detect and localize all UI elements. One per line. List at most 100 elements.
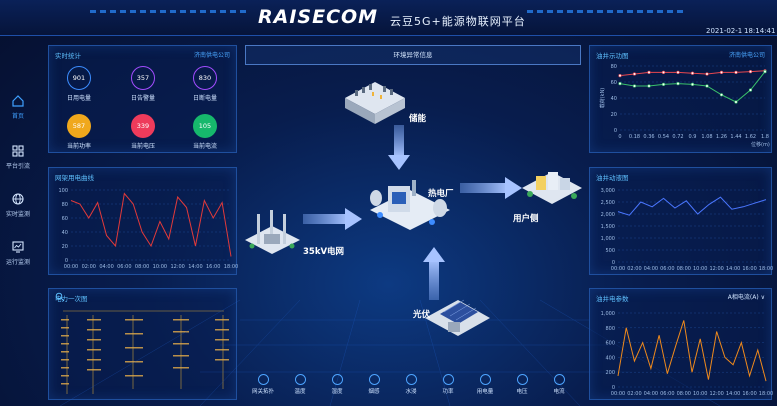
x-tick-label: 12:00 [709, 391, 723, 397]
smoke-icon [368, 374, 380, 385]
company-label: 济南供电公司 [193, 52, 230, 59]
y-tick-label: 800 [605, 326, 615, 332]
data-point [661, 70, 666, 75]
environment-alarm-bar[interactable]: 环境异常信息 [245, 45, 581, 65]
y-tick-label: 40 [62, 230, 68, 236]
side-nav: 首页 平台引流 实时监测 运行监测 [0, 80, 36, 280]
y-tick-label: 2,000 [601, 212, 615, 218]
bottom-nav-water[interactable]: 水浸 [396, 374, 426, 395]
data-point [748, 70, 753, 74]
nav-item-operation[interactable]: 运行监测 [0, 240, 36, 266]
data-point [647, 70, 651, 75]
x-tick-label: 08:00 [677, 266, 691, 272]
x-tick-label: 04:00 [644, 391, 658, 397]
y-tick-label: 20 [611, 112, 617, 118]
user-buildings-icon [522, 172, 582, 204]
panel-title: 网架用电曲线 [55, 174, 94, 182]
page-title: 云豆5G+能源物联网平台 [390, 15, 526, 28]
stat-label: 日用电量 [66, 95, 91, 102]
x-tick-label: 00:00 [64, 264, 78, 270]
stat-label: 日断电量 [192, 95, 217, 102]
label-solar: 光伏 [413, 310, 431, 320]
x-tick-label: 16:00 [206, 264, 220, 270]
x-tick-label: 0.9 [689, 134, 697, 140]
data-point [632, 72, 637, 76]
stat-ring: 901 [67, 66, 91, 90]
company-label: 济南供电公司 [728, 52, 765, 59]
bottom-nav-temperature[interactable]: 温度 [285, 374, 315, 395]
y-tick-label: 400 [605, 355, 615, 361]
x-tick-label: 0.18 [629, 134, 640, 140]
x-tick-label: 16:00 [742, 391, 756, 397]
brand-logo: RAISECOM [258, 6, 379, 28]
panel-title: 油井示功图 [596, 52, 629, 60]
stat-current-power: 587 当前功率 [57, 114, 101, 150]
bottom-nav-voltage[interactable]: 电压 [507, 374, 537, 395]
data-point [719, 93, 724, 97]
bottom-nav-humidity[interactable]: 湿度 [322, 374, 352, 395]
data-point [632, 84, 637, 88]
lightning-icon [516, 374, 528, 385]
nav-label: 实时监测 [5, 211, 30, 218]
x-tick-label: 14:00 [726, 391, 740, 397]
x-tick-label: 0 [618, 134, 621, 140]
stat-daily-outage: 830 日断电量 [183, 66, 227, 102]
y-tick-label: 1,000 [601, 236, 615, 242]
bottom-nav-smoke[interactable]: 烟感 [359, 374, 389, 395]
stat-current-voltage: 339 当前电压 [121, 114, 165, 150]
y-tick-label: 60 [62, 216, 68, 222]
stat-label: 当前电压 [130, 143, 155, 150]
x-tick-label: 10:00 [693, 391, 707, 397]
x-tick-label: 02:00 [627, 391, 641, 397]
label-user-side: 用户侧 [513, 214, 539, 224]
bottom-nav-current[interactable]: 电流 [544, 374, 574, 395]
monitor-icon [12, 241, 24, 253]
data-point [661, 82, 666, 87]
humidity-icon [331, 374, 343, 385]
bottom-nav: 网关拓扑 温度 湿度 烟感 水浸 功率 用电量 电压 电流 [248, 370, 578, 406]
y-tick-label: 500 [605, 248, 615, 254]
phase-select[interactable]: A相电流(A) ∨ [728, 292, 765, 301]
y-tick-label: 2,500 [601, 200, 615, 206]
nav-item-platform[interactable]: 平台引流 [0, 144, 36, 170]
arrow-plant-to-user [460, 177, 522, 199]
plug-icon [553, 374, 565, 385]
header: RAISECOM 云豆5G+能源物联网平台 [0, 0, 777, 36]
stat-label: 当前功率 [66, 143, 91, 150]
data-point [705, 72, 709, 76]
x-tick-label: 02:00 [627, 266, 641, 272]
solar-panel-icon [425, 299, 490, 336]
series-line [617, 320, 767, 382]
nav-item-realtime[interactable]: 实时监测 [0, 192, 36, 218]
x-tick-label: 1.62 [745, 134, 756, 140]
header-decoration-right [527, 10, 687, 13]
nav-item-home[interactable]: 首页 [0, 94, 36, 120]
y-tick-label: 40 [611, 96, 617, 102]
series-line [617, 196, 767, 216]
x-tick-label: 04:00 [99, 264, 113, 270]
data-point [734, 100, 738, 104]
bottom-nav-energy[interactable]: 用电量 [470, 374, 500, 395]
water-drop-icon [405, 374, 417, 385]
date-display: 2021-02-1 [706, 27, 743, 35]
x-tick-label: 1.08 [701, 134, 712, 140]
phase-select-value: A相电流(A) [727, 294, 759, 301]
data-point [690, 71, 695, 75]
arrow-storage-to-plant [388, 125, 410, 170]
arrow-grid-to-plant [303, 208, 362, 230]
grid-substation-icon [245, 210, 300, 254]
x-tick-label: 08:00 [135, 264, 149, 270]
bottom-nav-topology[interactable]: 网关拓扑 [248, 374, 278, 395]
topology-icon [257, 374, 269, 385]
stat-current-current: 105 当前电流 [183, 114, 227, 150]
x-tick-label: 10:00 [693, 266, 707, 272]
bottom-nav-power[interactable]: 功率 [433, 374, 463, 395]
x-tick-label: 10:00 [153, 264, 167, 270]
header-decoration-left [90, 10, 250, 13]
stat-ring: 105 [193, 114, 217, 138]
panel-title: 实时统计 [55, 52, 81, 60]
